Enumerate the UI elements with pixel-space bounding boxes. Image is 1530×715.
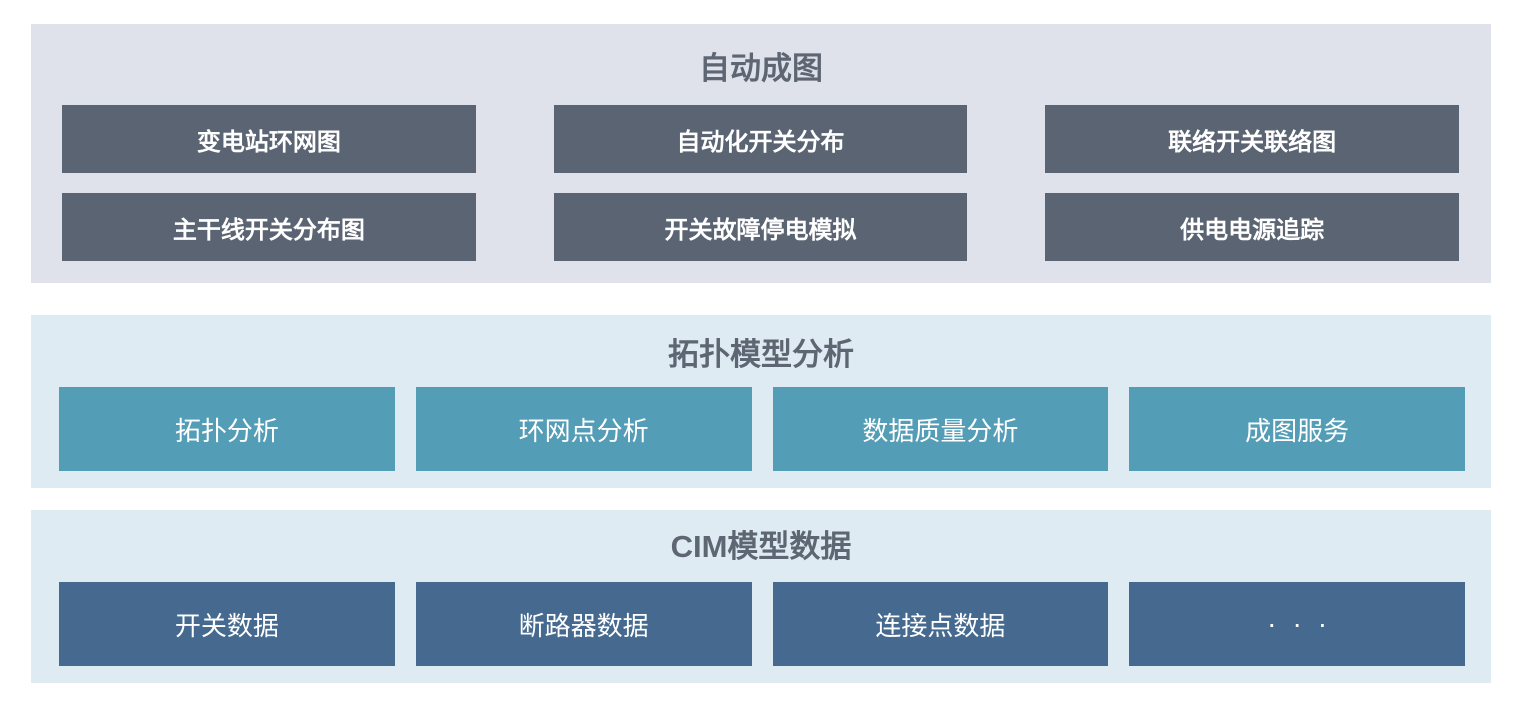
auto-diagram-title: 自动成图 xyxy=(699,51,823,86)
switch-fault-outage-simulation-block: 开关故障停电模拟 xyxy=(553,193,968,261)
breaker-data-block: 断路器数据 xyxy=(415,582,752,666)
cim-model-data-title: CIM模型数据 xyxy=(670,529,852,564)
power-supply-source-tracing-block: 供电电源追踪 xyxy=(1045,193,1459,261)
switch-data-block: 开关数据 xyxy=(59,582,395,666)
connection-point-data-block: 连接点数据 xyxy=(772,582,1109,666)
data-quality-analysis-block: 数据质量分析 xyxy=(772,387,1109,471)
substation-ring-diagram-block: 变电站环网图 xyxy=(62,105,476,173)
topology-analysis-block-grid: 拓扑分析 环网点分析 数据质量分析 成图服务 xyxy=(59,387,1465,471)
topology-analysis-block: 拓扑分析 xyxy=(59,387,395,471)
auto-diagram-block-grid: 变电站环网图 自动化开关分布 联络开关联络图 主干线开关分布图 开关故障停电模拟… xyxy=(62,105,1459,261)
section-cim-model-data: CIM模型数据 开关数据 断路器数据 连接点数据 ··· xyxy=(31,510,1491,683)
cim-data-block-grid: 开关数据 断路器数据 连接点数据 ··· xyxy=(59,582,1465,666)
tie-switch-connection-diagram-block: 联络开关联络图 xyxy=(1045,105,1459,173)
ring-network-point-analysis-block: 环网点分析 xyxy=(415,387,752,471)
section-topology-model-analysis: 拓扑模型分析 拓扑分析 环网点分析 数据质量分析 成图服务 xyxy=(31,315,1491,488)
automation-switch-distribution-block: 自动化开关分布 xyxy=(553,105,968,173)
section-auto-diagram: 自动成图 变电站环网图 自动化开关分布 联络开关联络图 主干线开关分布图 开关故… xyxy=(31,24,1491,283)
more-data-ellipsis-block: ··· xyxy=(1129,582,1465,666)
diagram-generation-service-block: 成图服务 xyxy=(1129,387,1465,471)
topology-model-analysis-title: 拓扑模型分析 xyxy=(668,337,854,372)
trunk-line-switch-distribution-block: 主干线开关分布图 xyxy=(62,193,476,261)
